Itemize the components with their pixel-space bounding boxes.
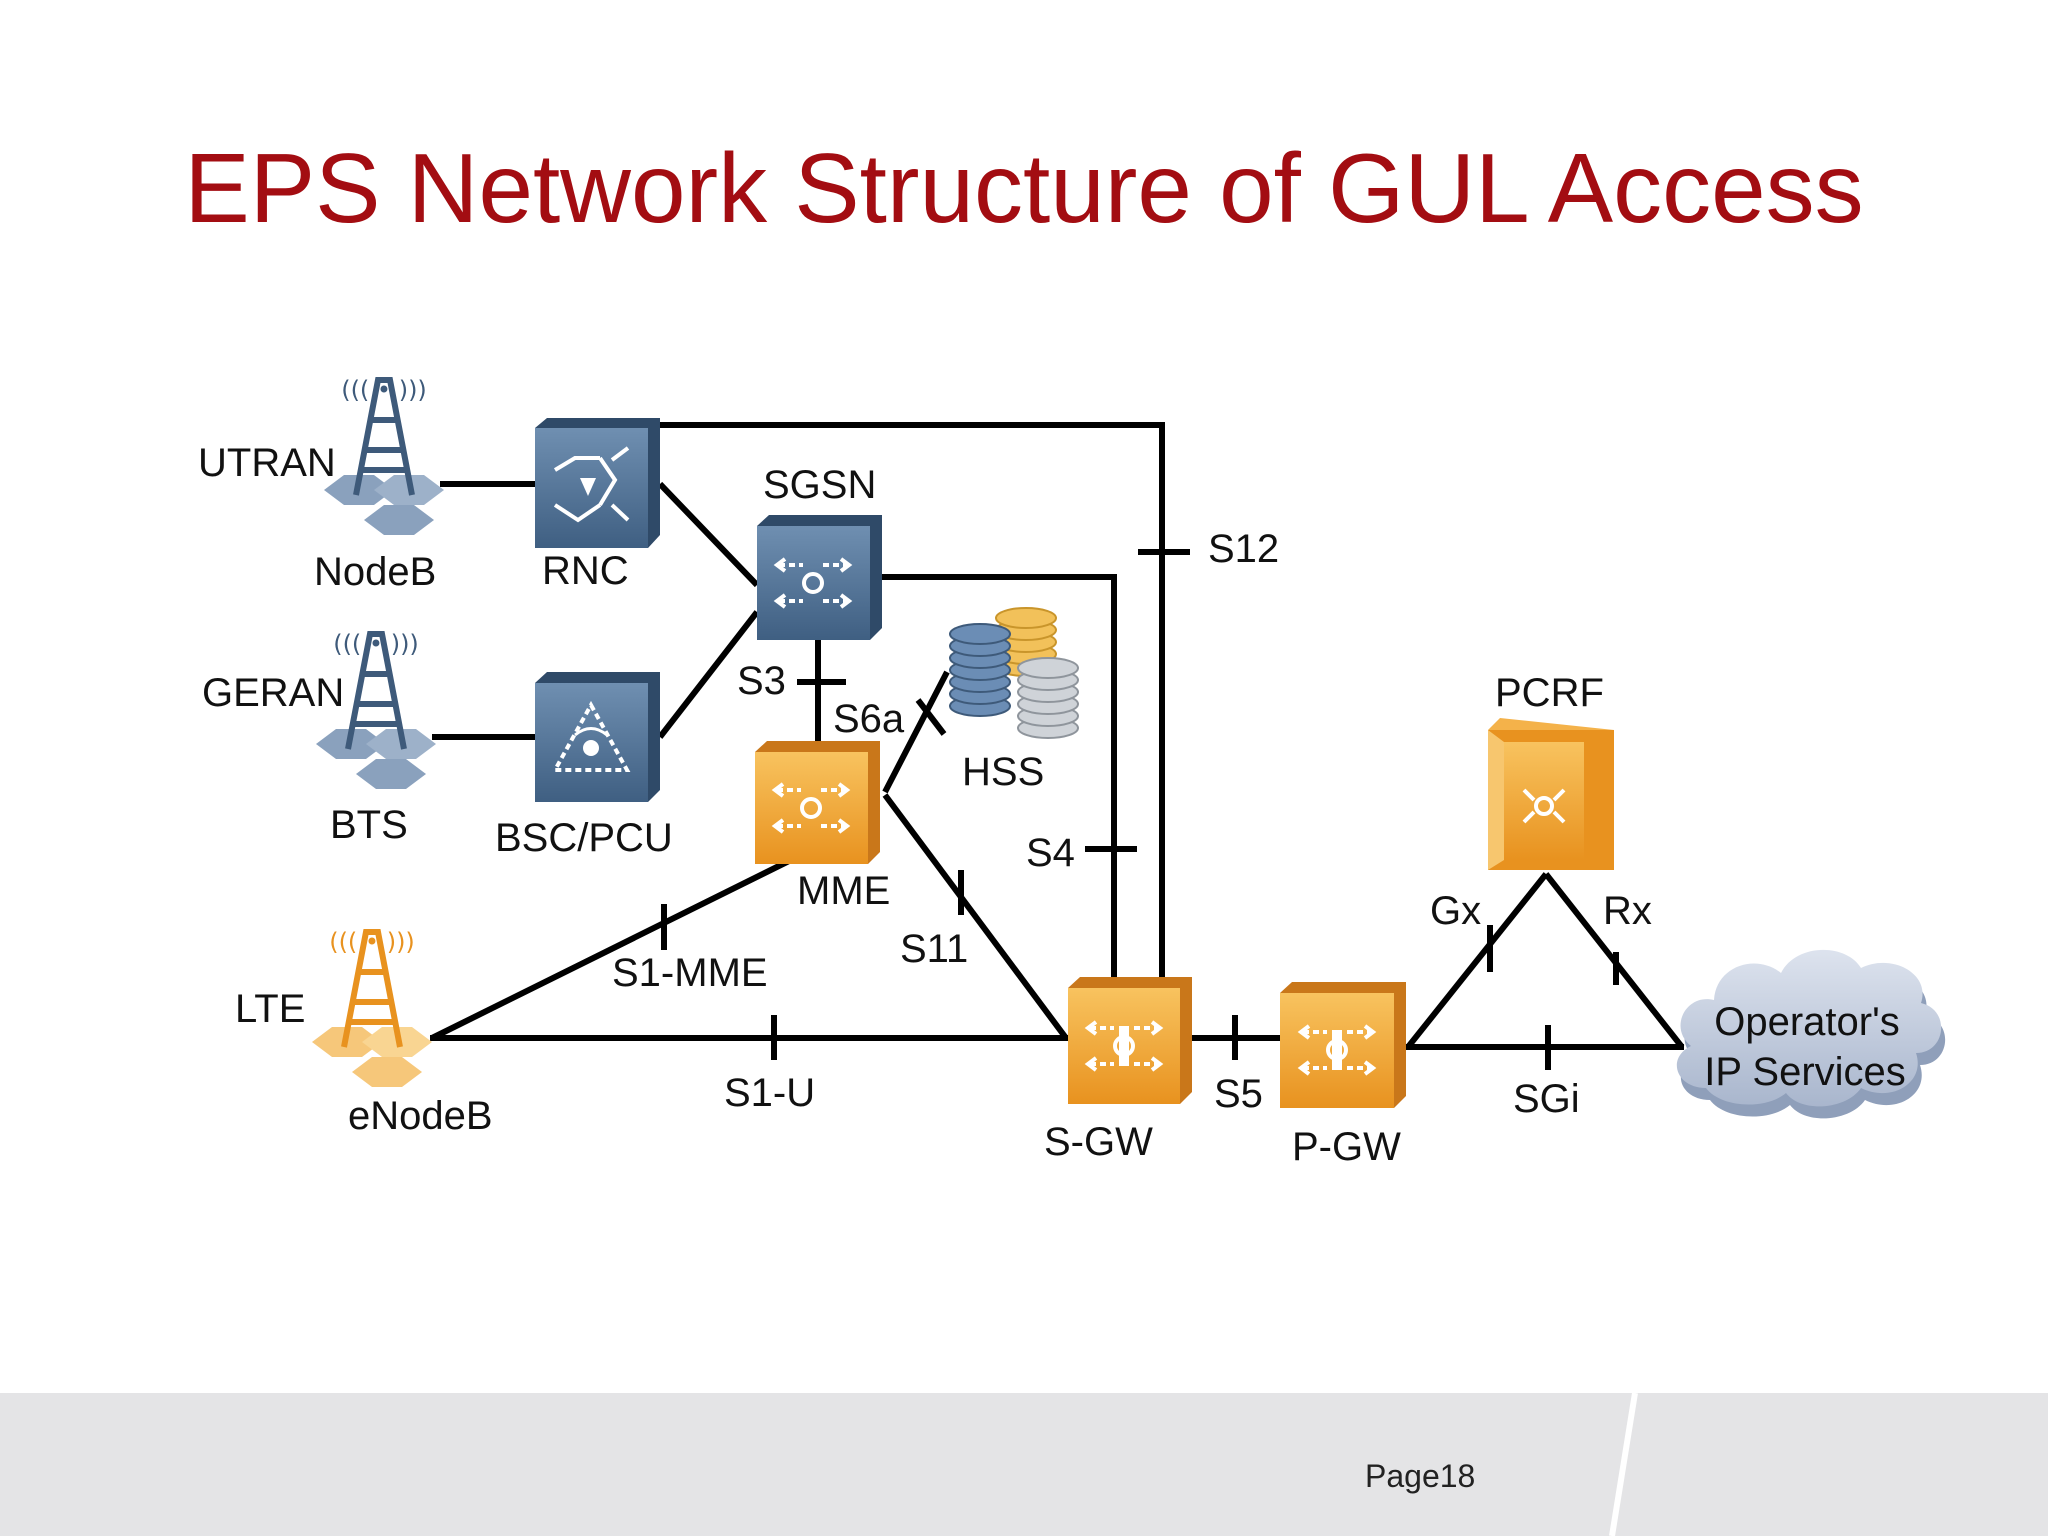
mme-label: MME [797, 869, 890, 913]
link-mme-enodeb-s1mme [430, 855, 797, 1041]
s1-mme-label: S1-MME [612, 951, 768, 995]
rnc-icon [535, 418, 660, 548]
s12-label: S12 [1208, 527, 1279, 571]
mme-icon [755, 741, 880, 864]
network-diagram: ((( • ))) ((( • ))) ((( • ))) [198, 376, 1946, 1169]
sgsn-label: SGSN [763, 463, 876, 507]
pgw-icon [1280, 982, 1406, 1108]
gx-label: Gx [1430, 889, 1481, 933]
link-mme-sgw-s11 [882, 793, 1069, 1040]
lte-label: LTE [235, 987, 305, 1031]
footer-divider [1609, 1393, 1638, 1536]
ip-services-cloud-icon [1676, 949, 1946, 1119]
link-rnc-sgw-s12 [597, 422, 1165, 988]
svg-text:((( • ))): ((( • ))) [333, 630, 419, 658]
s3-label: S3 [737, 659, 786, 703]
sgw-icon [1068, 977, 1192, 1104]
link-rnc-sgsn [657, 481, 760, 588]
bts-label: BTS [330, 803, 408, 847]
enodeb-label: eNodeB [348, 1094, 493, 1138]
link-bsc-sgsn [657, 610, 760, 739]
link-mme-hss-s6a [882, 670, 950, 794]
ip-services-label-line1: Operator's [1714, 1000, 1900, 1044]
svg-text:((( • ))): ((( • ))) [341, 376, 427, 404]
sgsn-icon [757, 515, 882, 640]
s1-u-label: S1-U [724, 1071, 815, 1115]
slide-title: EPS Network Structure of GUL Access [184, 133, 1864, 243]
interface-ticks [661, 549, 1619, 1070]
footer-bar [0, 1393, 2048, 1536]
s6a-label: S6a [833, 697, 905, 741]
pcrf-icon [1488, 718, 1614, 870]
s5-label: S5 [1214, 1072, 1263, 1116]
nodeb-tower-icon: ((( • ))) [324, 376, 444, 535]
bsc-pcu-icon [535, 672, 660, 802]
pcrf-label: PCRF [1495, 671, 1604, 715]
nodeb-label: NodeB [314, 550, 436, 594]
s4-label: S4 [1026, 831, 1075, 875]
bts-tower-icon: ((( • ))) [316, 630, 436, 789]
pgw-label: P-GW [1292, 1125, 1401, 1169]
sgw-label: S-GW [1044, 1120, 1153, 1164]
s11-label: S11 [900, 927, 968, 971]
rnc-label: RNC [542, 549, 629, 593]
sgi-label: SGi [1513, 1077, 1580, 1121]
hss-label: HSS [962, 750, 1044, 794]
ip-services-label-line2: IP Services [1704, 1050, 1906, 1094]
tick-s6a [915, 698, 947, 736]
hss-database-icon [949, 607, 1079, 739]
link-pgw-pcrf-gx [1405, 872, 1549, 1049]
geran-label: GERAN [202, 671, 344, 715]
enodeb-tower-icon: ((( • ))) [312, 928, 432, 1087]
utran-label: UTRAN [198, 441, 336, 485]
svg-text:((( • ))): ((( • ))) [329, 928, 415, 956]
bsc-pcu-label: BSC/PCU [495, 816, 673, 860]
page-number: Page18 [1365, 1458, 1476, 1494]
rx-label: Rx [1603, 889, 1652, 933]
